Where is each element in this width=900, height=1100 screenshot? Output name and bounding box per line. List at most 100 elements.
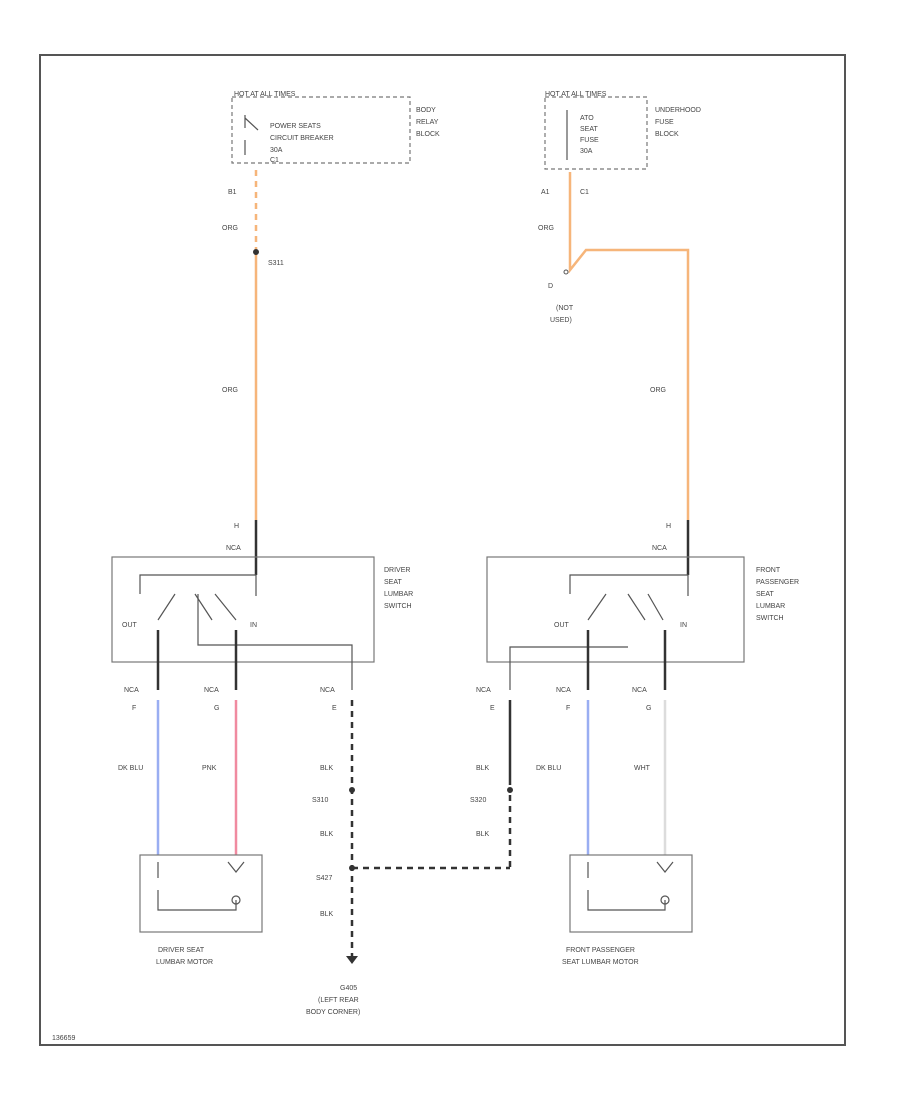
ground-id-label: G405 [340,985,357,992]
right-wire-color-1: ORG [538,225,554,232]
driver-switch-name-1: DRIVER [384,567,410,574]
passenger-switch-name-4: LUMBAR [756,603,785,610]
breaker-label-2: CIRCUIT BREAKER [270,135,334,142]
splice-s320-label: S320 [470,797,486,804]
ground-g405-symbol [346,956,358,964]
not-used-label: USED) [550,317,572,324]
passenger-pin-e-conn: NCA [476,687,491,694]
driver-switch-bus [139,574,257,596]
left-hot-label: HOT AT ALL TIMES [234,91,296,98]
passenger-switch-contacts [587,593,664,621]
passenger-switch-bus [569,574,689,596]
passenger-switch-name-5: SWITCH [756,615,784,622]
passenger-switch-name-1: FRONT [756,567,781,574]
driver-pnk-label: PNK [202,765,217,772]
ground-location-2: BODY CORNER) [306,1009,360,1016]
body-block-label-1: BODY [416,107,436,114]
breaker-pin: C1 [270,157,279,164]
passenger-conn-pin: H [666,523,671,530]
right-hot-label: HOT AT ALL TIMES [545,91,607,98]
passenger-switch-name-3: SEAT [756,591,774,598]
driver-pin-g: G [214,705,219,712]
driver-switch-name-2: SEAT [384,579,402,586]
passenger-motor-label-2: SEAT LUMBAR MOTOR [562,959,639,966]
body-block-label-3: BLOCK [416,131,440,138]
passenger-motor-symbol [587,861,674,911]
left-wire-color-2: ORG [222,387,238,394]
passenger-motor-outline [569,854,693,933]
splice-s311-label: S311 [268,260,284,267]
passenger-switch-ground-link [509,646,628,690]
underhood-label-1: UNDERHOOD [655,107,701,114]
body-relay-block: HOT AT ALL TIMES POWER SEATS CIRCUIT BRE… [231,91,440,164]
driver-conn-label: NCA [226,545,241,552]
passenger-motor-armature [660,895,670,905]
driver-pin-e-conn: NCA [320,687,335,694]
breaker-label-1: POWER SEATS [270,123,321,130]
splice-s427-dot [349,865,355,871]
splice-s427-label: S427 [316,875,332,882]
fuse-label-2: SEAT [580,126,598,133]
right-wire-color-2: ORG [650,387,666,394]
splice-s310-label: S310 [312,797,328,804]
not-used-pin-label: (NOT [556,305,574,312]
passenger-seat-lumbar-motor: FRONT PASSENGER SEAT LUMBAR MOTOR [562,854,693,966]
driver-switch-ground-link [197,594,353,690]
driver-motor-symbol [157,861,245,911]
passenger-switch-name-2: PASSENGER [756,579,799,586]
driver-pin-f: F [132,705,136,712]
fuse-label-4: 30A [580,148,593,155]
driver-motor-label-2: LUMBAR MOTOR [156,959,213,966]
unused-pin-terminal [563,269,569,275]
passenger-conn-label: NCA [652,545,667,552]
passenger-dk-blu-label: DK BLU [536,765,561,772]
fuse-label-1: ATO [580,115,594,122]
driver-pin-f-conn: NCA [124,687,139,694]
passenger-seat-lumbar-switch: H NCA OUT IN FRONT PASSENGER SEAT LUMBAR… [486,520,799,690]
passenger-pin-f-conn: NCA [556,687,571,694]
fuse-label-3: FUSE [580,137,599,144]
underhood-fuse-block-outline [544,96,648,170]
driver-seat-lumbar-switch: H NCA OUT IN DRIVER SEAT LUMBAR SWITCH [111,520,413,690]
circuit-breaker-symbol [244,115,259,155]
passenger-in-label: IN [680,622,687,629]
driver-conn-pin: H [234,523,239,530]
driver-motor-label-1: DRIVER SEAT [158,947,205,954]
body-block-label-2: RELAY [416,119,439,126]
ground-blk-label-4: BLK [476,765,490,772]
driver-switch-name-3: LUMBAR [384,591,413,598]
diagram-id: 136659 [52,1035,75,1042]
driver-pin-g-conn: NCA [204,687,219,694]
body-relay-block-outline [231,96,411,164]
underhood-label-3: BLOCK [655,131,679,138]
right-pin-a1: A1 [541,189,550,196]
passenger-out-label: OUT [554,622,570,629]
splice-s310-dot [349,787,355,793]
unused-pin-label: D [548,283,553,290]
passenger-wht-label: WHT [634,765,651,772]
driver-dk-blu-label: DK BLU [118,765,143,772]
driver-motor-armature [231,895,241,905]
ground-location-1: (LEFT REAR [318,997,359,1004]
passenger-pin-e: E [490,705,495,712]
driver-seat-lumbar-motor: DRIVER SEAT LUMBAR MOTOR [139,854,263,966]
splice-s311-dot [253,249,259,255]
left-pin-b1: B1 [228,189,237,196]
ground-blk-label-5: BLK [476,831,490,838]
driver-in-label: IN [250,622,257,629]
ground-blk-label-3: BLK [320,911,334,918]
driver-out-label: OUT [122,622,138,629]
passenger-motor-label-1: FRONT PASSENGER [566,947,635,954]
driver-switch-outline [111,556,375,663]
right-supply-wire [568,172,690,520]
driver-pin-e: E [332,705,337,712]
driver-switch-contacts [157,593,237,621]
left-wire-color-1: ORG [222,225,238,232]
passenger-switch-outline [486,556,745,663]
ground-blk-label-2: BLK [320,831,334,838]
ground-blk-label-1: BLK [320,765,334,772]
underhood-label-2: FUSE [655,119,674,126]
passenger-pin-g: G [646,705,651,712]
passenger-pin-f: F [566,705,570,712]
